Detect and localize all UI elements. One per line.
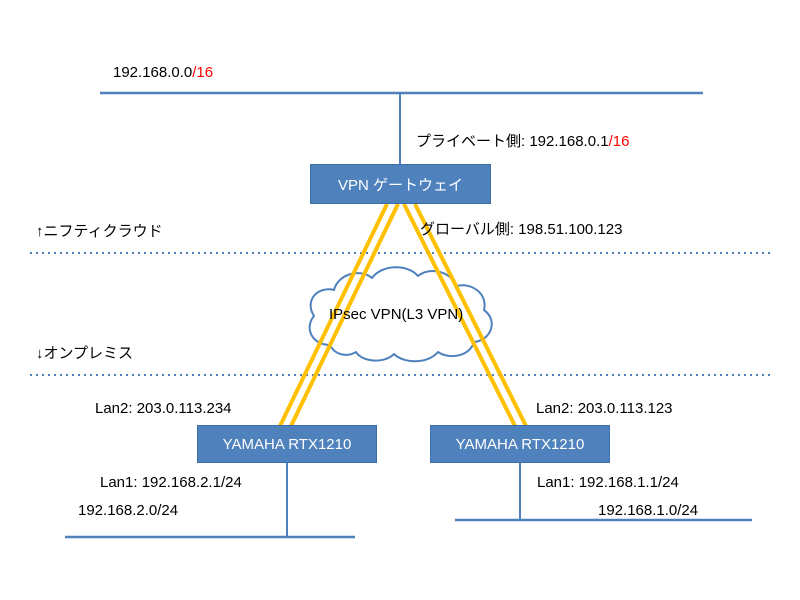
router-left-label: YAMAHA RTX1210 [222, 435, 352, 453]
vpn-tunnel-right-line-2 [413, 203, 528, 427]
right-network-label: 192.168.1.0/24 [598, 502, 699, 519]
top-network-mask: /16 [192, 64, 214, 81]
gateway-private-address: プライベート側: 192.168.0.1 [416, 133, 609, 150]
gateway-global-label: グローバル側: 198.51.100.123 [420, 221, 623, 238]
router-left-node: YAMAHA RTX1210 [197, 425, 377, 463]
onprem-zone-label: ↓オンプレミス [36, 345, 134, 362]
vpn-tunnel-left-line-1 [278, 203, 389, 427]
router-right-lan2-label: Lan2: 203.0.113.123 [536, 400, 673, 417]
vpn-tunnel-left-line-2 [289, 203, 400, 427]
ipsec-vpn-label: IPsec VPN(L3 VPN) [329, 306, 464, 323]
top-network-address: 192.168.0.0 [113, 64, 193, 81]
router-right-node: YAMAHA RTX1210 [430, 425, 610, 463]
vpn-gateway-node: VPN ゲートウェイ [310, 164, 491, 204]
router-right-label: YAMAHA RTX1210 [455, 435, 585, 453]
vpn-gateway-label: VPN ゲートウェイ [337, 176, 463, 194]
router-left-lan2-label: Lan2: 203.0.113.234 [95, 400, 232, 417]
gateway-private-label: プライベート側: 192.168.0.1/16 [416, 131, 629, 152]
vpn-tunnel-right-line-1 [402, 203, 517, 427]
gateway-private-mask: /16 [608, 133, 630, 150]
router-right-lan1-label: Lan1: 192.168.1.1/24 [537, 474, 679, 491]
left-network-label: 192.168.2.0/24 [78, 502, 179, 519]
top-network-label: 192.168.0.0/16 [113, 62, 213, 83]
cloud-zone-label: ↑ニフティクラウド [36, 223, 163, 240]
router-left-lan1-label: Lan1: 192.168.2.1/24 [100, 474, 242, 491]
